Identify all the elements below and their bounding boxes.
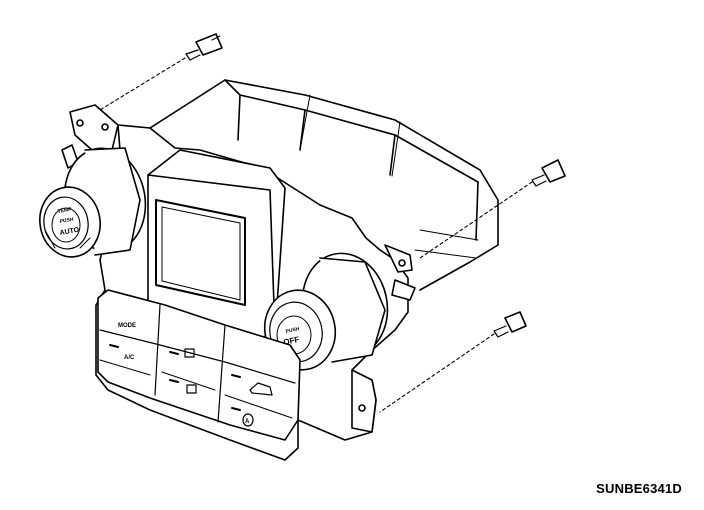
left-temp-knob xyxy=(39,147,147,258)
auto-badge-label: A xyxy=(245,419,250,425)
right-knob-text-1: PUSH xyxy=(285,326,300,335)
left-knob-text-1: TEMP xyxy=(57,207,72,215)
right-knob-text-2: OFF xyxy=(283,335,301,347)
display-window xyxy=(147,149,286,341)
button-panel xyxy=(97,289,301,441)
screw-bottom xyxy=(493,311,527,338)
mode-button-label: MODE xyxy=(118,323,136,329)
button-labels: MODE A/C A xyxy=(118,323,250,425)
knob-labels: TEMP PUSH AUTO PUSH OFF xyxy=(57,207,300,347)
figure-code: SUNBE6341D xyxy=(596,481,682,496)
assembly-lines xyxy=(99,57,533,413)
left-knob-text-2: PUSH xyxy=(59,217,74,225)
screw-right xyxy=(531,159,566,187)
rear-housing xyxy=(149,79,499,291)
screw-top xyxy=(185,33,223,61)
left-knob-text-3: AUTO xyxy=(59,227,80,237)
ac-button-label: A/C xyxy=(124,355,135,361)
